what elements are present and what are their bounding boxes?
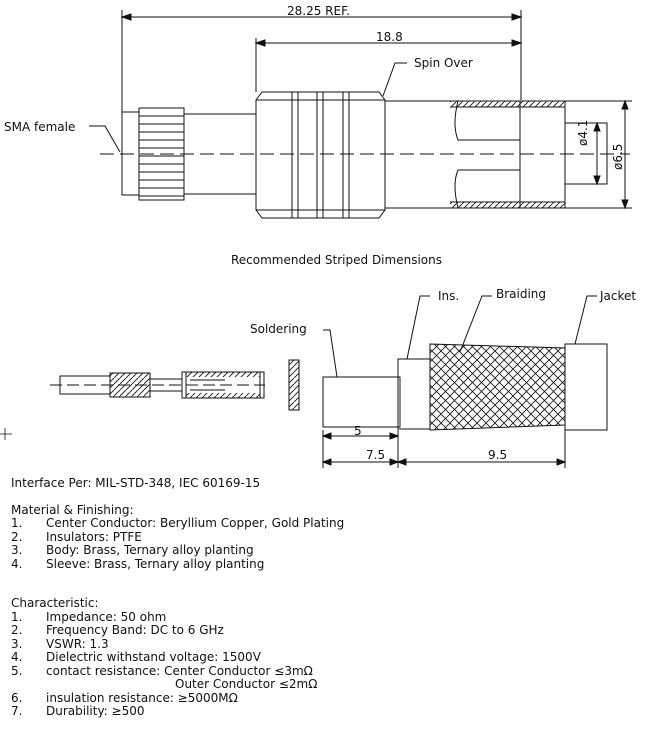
- spin-over-label: Spin Over: [414, 56, 473, 70]
- dim-line-body: [254, 38, 523, 92]
- leader-soldering: [323, 329, 338, 378]
- dim-line-overall: [120, 10, 523, 112]
- material-heading: Material & Finishing:: [11, 502, 134, 517]
- dim-line-outer-dia: [565, 99, 632, 210]
- characteristic-item: 6.insulation resistance: ≥5000MΩ: [11, 690, 238, 705]
- leader-braiding: [459, 295, 492, 353]
- leader-jacket: [574, 295, 597, 345]
- center-pin-part: [50, 371, 265, 399]
- dim-outer-dia-label: ø6.5: [611, 143, 625, 170]
- material-item: 4.Sleeve: Brass, Ternary alloy planting: [11, 556, 265, 571]
- characteristic-heading: Characteristic:: [11, 596, 99, 610]
- dim-overall-label: 28.25 REF.: [287, 4, 350, 18]
- material-item: 1.Center Conductor: Beryllium Copper, Go…: [11, 516, 345, 530]
- characteristic-item: 4.Dielectric withstand voltage: 1500V: [11, 650, 261, 664]
- interface-line: Interface Per: MIL-STD-348, IEC 60169-15: [11, 476, 261, 490]
- sma-female-label: SMA female: [4, 120, 76, 134]
- ins-label: Ins.: [438, 289, 460, 303]
- material-item: 3.Body: Brass, Ternary alloy planting: [11, 543, 254, 557]
- dim-9-5-label: 9.5: [488, 448, 508, 462]
- material-item: 2.Insulators: PTFE: [11, 529, 142, 544]
- characteristic-item: 7.Durability: ≥500: [11, 704, 145, 718]
- insulator-washer: [288, 359, 300, 411]
- dim-inner-dia-label: ø4.1: [576, 119, 590, 146]
- leader-ins: [406, 295, 430, 360]
- dim-body-label: 18.8: [376, 30, 403, 44]
- braiding-label: Braiding: [496, 287, 547, 301]
- jacket-label: Jacket: [600, 289, 637, 303]
- edge-mark: [0, 428, 12, 440]
- dim-line-strip: [321, 430, 567, 468]
- spin-over-nut: [255, 91, 386, 219]
- stripped-cable: [322, 343, 608, 431]
- soldering-label: Soldering: [250, 322, 307, 336]
- characteristic-item: 5.contact resistance: Center Conductor ≤…: [11, 663, 313, 678]
- characteristic-item: 3.VSWR: 1.3: [11, 636, 109, 651]
- dim-5-label: 5: [354, 424, 362, 438]
- characteristic-item: 2.Frequency Band: DC to 6 GHz: [11, 623, 224, 637]
- leader-sma: [89, 125, 121, 153]
- dim-line-inner-dia: [565, 121, 605, 186]
- dim-7-5-label: 7.5: [366, 448, 386, 462]
- spec-block: Interface Per: MIL-STD-348, IEC 60169-15…: [11, 476, 345, 719]
- characteristic-item: 1.Impedance: 50 ohm: [11, 609, 167, 624]
- leader-spin-over: [382, 62, 407, 97]
- strip-view-title: Recommended Striped Dimensions: [231, 253, 442, 267]
- characteristic-item-continued: Outer Conductor ≤2mΩ: [175, 677, 318, 691]
